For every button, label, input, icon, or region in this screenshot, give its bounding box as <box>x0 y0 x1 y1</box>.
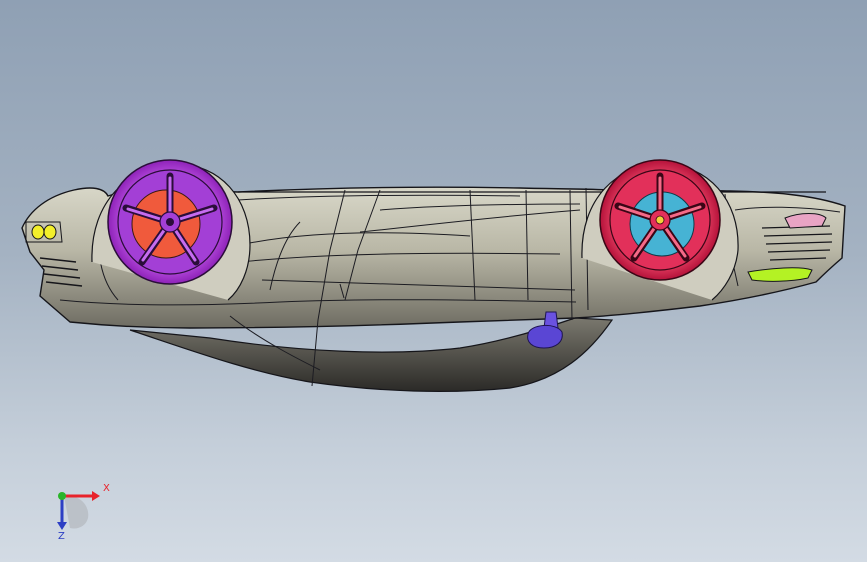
headlights <box>25 221 63 243</box>
front-wheel[interactable] <box>107 159 233 285</box>
z-axis-label: Z <box>58 531 65 542</box>
x-axis-arrowhead <box>92 491 100 501</box>
rear-diffuser <box>761 225 833 261</box>
rear-wheel[interactable] <box>599 159 721 281</box>
front-grille <box>39 257 83 287</box>
z-axis-arrowhead <box>57 522 67 530</box>
x-axis-label: X <box>103 483 110 494</box>
y-axis-dot <box>58 492 66 500</box>
coordinate-triad: X Z <box>40 478 120 548</box>
underbody-skirt <box>129 317 614 392</box>
rear-duct <box>784 213 827 229</box>
underbody-part[interactable] <box>527 311 563 349</box>
rear-accent <box>747 267 813 282</box>
